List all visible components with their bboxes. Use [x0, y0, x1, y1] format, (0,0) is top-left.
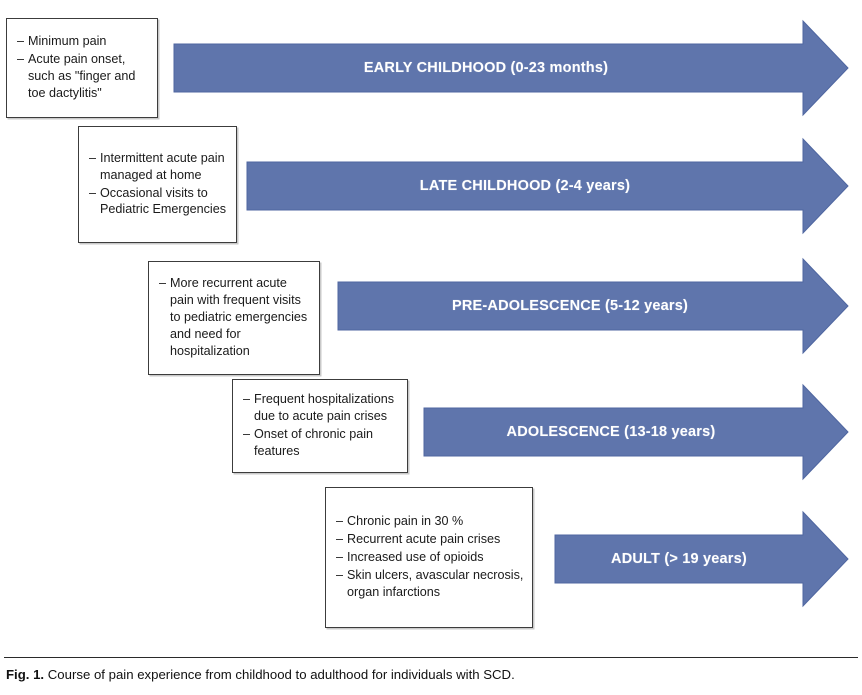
list-item: Onset of chronic pain features: [243, 426, 399, 460]
stage-arrow-adolescence: ADOLESCENCE (13-18 years): [423, 382, 849, 482]
stage-arrow-late-childhood: LATE CHILDHOOD (2-4 years): [246, 136, 849, 236]
arrow-shape-icon: [554, 510, 849, 608]
stage-arrow-label: EARLY CHILDHOOD (0-23 months): [363, 59, 609, 76]
stage-description-box-adolescence: Frequent hospitalizations due to acute p…: [232, 379, 408, 473]
list-item: Chronic pain in 30 %: [336, 513, 524, 530]
list-item: Skin ulcers, avascular necrosis, organ i…: [336, 567, 524, 601]
bullet-list: Minimum pain Acute pain onset, such as "…: [7, 33, 157, 103]
stage-description-box-late-childhood: Intermittent acute pain managed at home …: [78, 126, 237, 243]
list-item: Increased use of opioids: [336, 549, 524, 566]
stage-description-box-pre-adolescence: More recurrent acute pain with frequent …: [148, 261, 320, 375]
bullet-list: Chronic pain in 30 % Recurrent acute pai…: [326, 513, 532, 601]
list-item: Occasional visits to Pediatric Emergenci…: [89, 185, 228, 219]
list-item: More recurrent acute pain with frequent …: [159, 275, 311, 359]
arrow-shape-icon: [337, 257, 849, 355]
figure-caption: Fig. 1. Course of pain experience from c…: [6, 667, 856, 684]
bullet-list: More recurrent acute pain with frequent …: [149, 275, 319, 360]
stage-arrow-label: ADULT (> 19 years): [611, 550, 747, 567]
stage-arrow-label: ADOLESCENCE (13-18 years): [506, 423, 716, 440]
arrow-shape-icon: [173, 19, 849, 117]
list-item: Acute pain onset, such as "finger and to…: [17, 51, 149, 102]
list-item: Minimum pain: [17, 33, 149, 50]
stage-description-box-adult: Chronic pain in 30 % Recurrent acute pai…: [325, 487, 533, 628]
figure-number: Fig. 1.: [6, 667, 45, 682]
bullet-list: Frequent hospitalizations due to acute p…: [233, 391, 407, 461]
stage-description-box-early-childhood: Minimum pain Acute pain onset, such as "…: [6, 18, 158, 118]
arrow-shape-icon: [423, 383, 849, 481]
stage-arrow-label: PRE-ADOLESCENCE (5-12 years): [451, 297, 689, 314]
arrow-shape-icon: [246, 137, 849, 235]
stage-arrow-label: LATE CHILDHOOD (2-4 years): [419, 177, 631, 194]
stage-arrow-early-childhood: EARLY CHILDHOOD (0-23 months): [173, 18, 849, 118]
list-item: Recurrent acute pain crises: [336, 531, 524, 548]
stage-arrow-adult: ADULT (> 19 years): [554, 509, 849, 609]
figure-caption-text: Course of pain experience from childhood…: [47, 667, 515, 682]
stage-arrow-pre-adolescence: PRE-ADOLESCENCE (5-12 years): [337, 256, 849, 356]
list-item: Frequent hospitalizations due to acute p…: [243, 391, 399, 425]
list-item: Intermittent acute pain managed at home: [89, 150, 228, 184]
caption-divider: [4, 657, 858, 658]
bullet-list: Intermittent acute pain managed at home …: [79, 150, 236, 220]
